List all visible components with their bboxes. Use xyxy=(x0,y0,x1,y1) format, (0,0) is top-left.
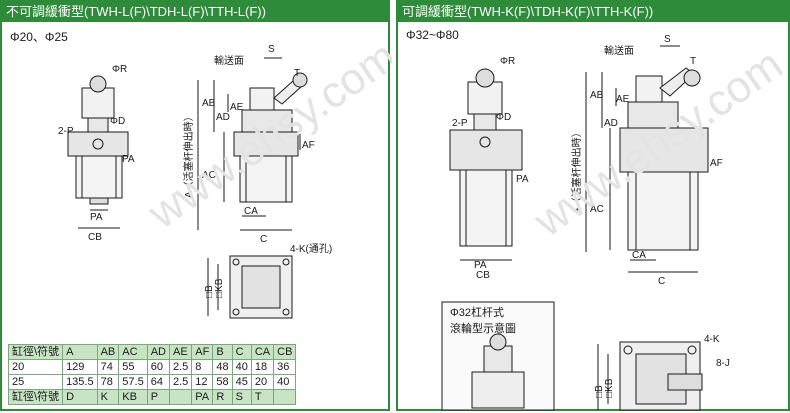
left-side-flange xyxy=(233,131,299,157)
right-label-T: T xyxy=(690,56,696,67)
right-drawing: ΦR 2-P ΦD PA PA CB 輸送面 S T AE AD AB AC A… xyxy=(441,34,790,411)
left-watermark: www.ehsy.com xyxy=(139,32,392,239)
left-label-phiD: ΦD xyxy=(110,116,125,127)
right-label-8J: 8-J xyxy=(716,358,730,369)
table-header-row: 缸徑\符號 A AB AC AD AE AF B C CA CB xyxy=(7,344,297,360)
right-panel: 可調緩衝型(TWH-K(F)\TDH-K(F)\TTH-K(F)) Φ32~Φ8… xyxy=(396,0,790,411)
right-label-A: A（活塞杆伸出時） xyxy=(570,127,583,214)
right-label-AD: AD xyxy=(604,118,618,129)
right-side-roller xyxy=(683,69,701,87)
left-label-PA: PA xyxy=(122,154,135,165)
right-bore-subtitle: Φ32~Φ80 xyxy=(406,28,459,42)
left-label-PA2: PA xyxy=(90,212,103,223)
right-side-body xyxy=(627,171,699,251)
right-label-S: S xyxy=(664,34,671,45)
table-row: 20 129 74 55 60 2.5 8 48 40 18 36 xyxy=(7,359,297,375)
left-label-phiR: ΦR xyxy=(112,64,127,75)
left-side-roller xyxy=(292,72,308,88)
left-label-C: C xyxy=(260,234,267,245)
right-label-4K: 4-K xyxy=(704,334,720,345)
left-label-AB: AB xyxy=(202,98,216,109)
right-label-CA: CA xyxy=(632,250,646,261)
left-label-S: S xyxy=(268,44,275,55)
left-front-roller xyxy=(89,75,107,93)
right-label-KB: □KB xyxy=(604,378,615,398)
right-front-roller xyxy=(475,68,495,88)
left-label-CA: CA xyxy=(244,206,258,217)
left-drawing: ΦR 2-P ΦD PA PA CB 輸送面 S T AE AD AB AC A… xyxy=(58,32,392,319)
left-front-flange xyxy=(67,131,129,157)
left-front-body xyxy=(75,155,123,199)
left-label-CB: CB xyxy=(88,232,102,243)
right-side-flange xyxy=(619,127,709,173)
left-label-T: T xyxy=(294,68,300,79)
right-label-PA: PA xyxy=(516,174,529,185)
left-label-B: □B xyxy=(204,285,215,298)
left-label-AF: AF xyxy=(302,140,315,151)
inset-title-line2: 滾輪型示意圖 xyxy=(450,323,516,335)
left-label-feed: 輸送面 xyxy=(214,54,244,67)
right-label-AC: AC xyxy=(590,204,604,215)
left-label-AC: AC xyxy=(202,170,216,181)
left-label-A: A（活塞杆伸出時） xyxy=(182,111,195,198)
right-label-B: □B xyxy=(594,385,605,398)
right-label-AF: AF xyxy=(710,158,723,169)
right-panel-header: 可調緩衝型(TWH-K(F)\TDH-K(F)\TTH-K(F)) xyxy=(398,2,788,22)
left-side-body xyxy=(239,155,293,203)
left-label-AD: AD xyxy=(216,112,230,123)
right-label-phiR: ΦR xyxy=(500,56,515,67)
left-label-4K: 4-K(通孔) xyxy=(290,243,332,255)
right-label-phiD: ΦD xyxy=(496,112,511,123)
left-label-KB: □KB xyxy=(214,278,225,298)
right-label-CB: CB xyxy=(476,270,490,281)
table-header-row-2: 缸徑\符號 D K KB P PA R S T xyxy=(7,389,297,405)
right-label-AE: AE xyxy=(616,94,630,105)
right-front-body xyxy=(459,169,513,247)
left-spec-table: 缸徑\符號 A AB AC AD AE AF B C CA CB 20 129 … xyxy=(7,344,297,405)
right-side-head xyxy=(627,101,679,129)
right-front-flange xyxy=(449,129,523,171)
right-label-2P: 2-P xyxy=(452,118,468,129)
table-row: 25 135.5 78 57.5 64 2.5 12 58 45 20 40 xyxy=(7,374,297,390)
right-label-PA2: PA xyxy=(474,260,487,271)
left-panel-header: 不可調緩衝型(TWH-L(F)\TDH-L(F)\TTH-L(F)) xyxy=(2,2,388,22)
left-panel: 不可調緩衝型(TWH-L(F)\TDH-L(F)\TTH-L(F)) Φ20、Φ… xyxy=(0,0,392,411)
left-label-AE: AE xyxy=(230,102,244,113)
right-label-feed: 輸送面 xyxy=(604,44,634,57)
left-front-lever-block xyxy=(81,87,115,119)
left-bore-subtitle: Φ20、Φ25 xyxy=(10,30,68,44)
inset-title-line1: Φ32杠杆式 xyxy=(450,307,505,319)
left-label-2P: 2-P xyxy=(58,126,74,137)
right-label-C: C xyxy=(658,276,665,287)
right-label-AB: AB xyxy=(590,90,604,101)
